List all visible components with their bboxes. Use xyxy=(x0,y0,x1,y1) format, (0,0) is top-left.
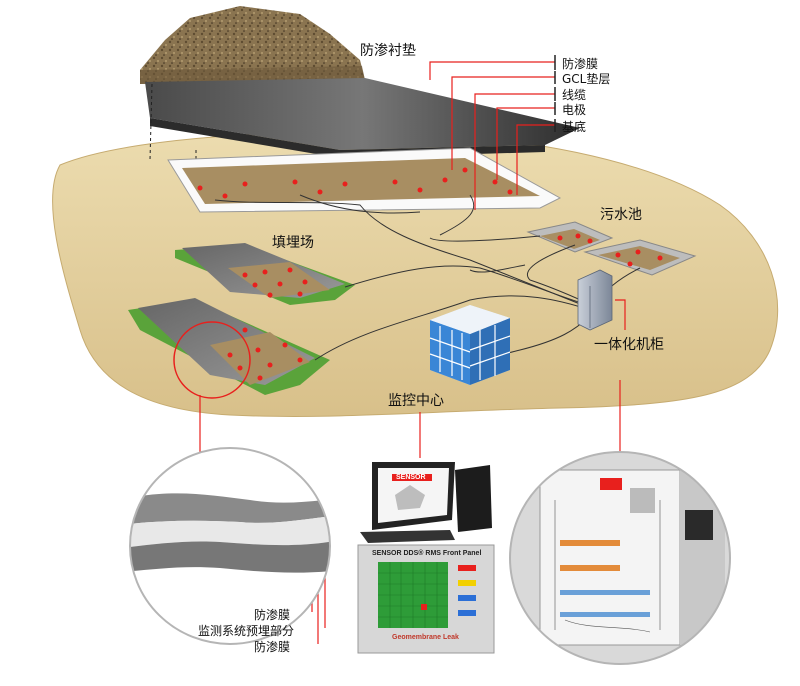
label-gcl: GCL垫层 xyxy=(562,72,611,86)
label-membrane: 防渗膜 xyxy=(562,57,599,71)
label-detail-embedded: 监测系统预埋部分 xyxy=(198,624,295,638)
label-cabinet: 一体化机柜 xyxy=(594,337,664,353)
electrodes xyxy=(197,167,663,381)
magnifier-circle-icon xyxy=(173,321,251,399)
label-sewage-pool: 污水池 xyxy=(600,207,642,223)
screen-brand: SENSOR xyxy=(396,474,426,481)
label-cable: 线缆 xyxy=(562,88,587,102)
rms-front-panel xyxy=(357,544,495,654)
label-landfill: 填埋场 xyxy=(272,235,314,251)
label-electrode: 电极 xyxy=(562,103,587,117)
main-cell xyxy=(167,147,562,213)
panel-title: SENSOR DDS® RMS Front Panel xyxy=(372,550,482,557)
sewage-pool-2 xyxy=(583,239,697,276)
label-base: 基底 xyxy=(562,120,587,134)
label-detail-membrane-top: 防渗膜 xyxy=(254,608,291,622)
membrane-detail-circle xyxy=(129,447,331,645)
cabinet-photo-circle xyxy=(509,451,731,665)
server-cabinet-icon xyxy=(577,269,613,331)
soil-pile xyxy=(140,6,365,84)
sewage-pool-1 xyxy=(526,221,614,253)
building-icon xyxy=(429,305,511,385)
panel-footer: Geomembrane Leak xyxy=(392,634,459,641)
label-monitor-center: 监控中心 xyxy=(388,393,444,409)
label-detail-membrane-bottom: 防渗膜 xyxy=(254,640,291,654)
computer-icon xyxy=(360,462,492,543)
label-liner-title: 防渗衬垫 xyxy=(360,43,416,59)
